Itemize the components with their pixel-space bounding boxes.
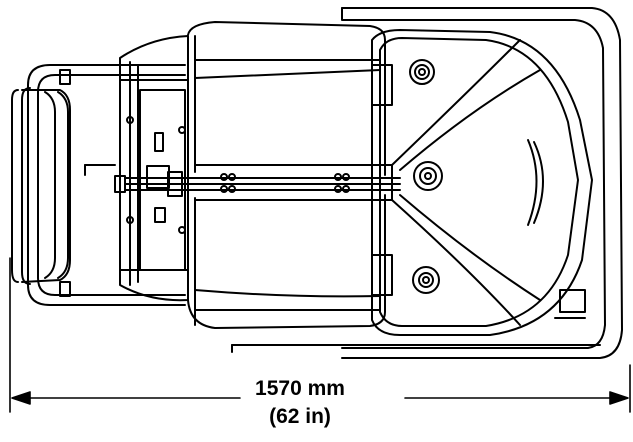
top-frame-rail xyxy=(231,7,623,359)
dimension-metric-label: 1570 mm xyxy=(255,377,345,400)
push-handle xyxy=(11,64,186,306)
center-linkage xyxy=(114,171,401,197)
brush-hubs xyxy=(409,59,443,294)
recovery-tank-body xyxy=(187,21,386,329)
brush-deck xyxy=(371,29,593,336)
dimension-imperial-label: (62 in) xyxy=(269,405,331,428)
width-dimension-line xyxy=(9,257,631,413)
